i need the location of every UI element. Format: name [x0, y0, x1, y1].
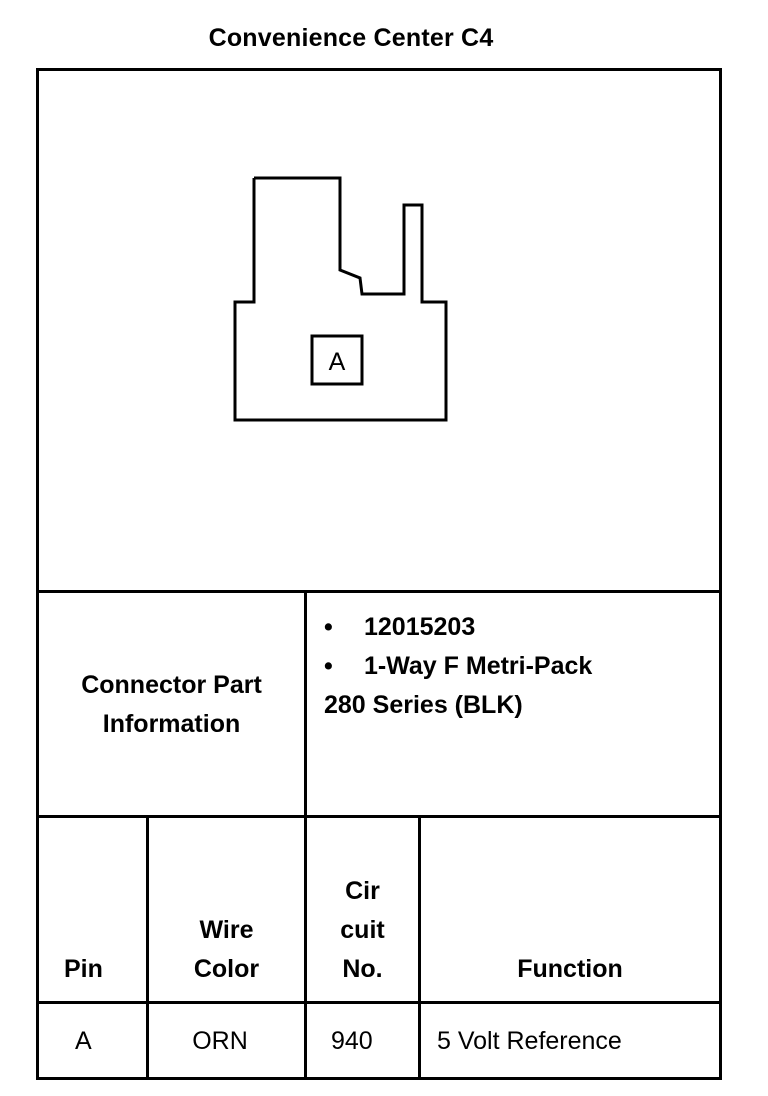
- connector-table-frame: [36, 68, 722, 1080]
- connector-type-item: • 1-Way F Metri-Pack: [324, 647, 592, 686]
- bullet-icon: •: [324, 652, 333, 680]
- header-function: Function: [517, 955, 623, 983]
- row-pin: A: [75, 1027, 92, 1055]
- row-wire-color: ORN: [192, 1027, 248, 1055]
- header-pin: Pin: [64, 955, 103, 983]
- header-wire-color: Wire Color: [149, 911, 304, 989]
- divider-header-bottom: [36, 1001, 722, 1004]
- divider-diagram-bottom: [36, 590, 722, 593]
- divider-wire-column: [304, 815, 307, 1080]
- page-title: Convenience Center C4: [208, 24, 494, 52]
- divider-partinfo-bottom: [36, 815, 722, 818]
- cavity-a-box: [310, 334, 364, 386]
- part-info-label: Connector Part Information: [39, 666, 304, 744]
- bullet-icon: •: [324, 613, 333, 641]
- divider-partinfo-column: [304, 590, 307, 818]
- row-circuit-number: 940: [331, 1027, 373, 1055]
- part-info-label-line1: Connector Part: [81, 671, 262, 699]
- header-circuit-number: Cir cuit No.: [307, 872, 418, 989]
- part-number-text: 12015203: [364, 613, 476, 641]
- header-circuit-line1: Cir: [345, 877, 380, 905]
- header-wire-color-line1: Wire: [199, 916, 254, 944]
- header-circuit-line3: No.: [342, 955, 383, 983]
- connector-series-text: 280 Series (BLK): [324, 691, 523, 719]
- row-function: 5 Volt Reference: [437, 1027, 622, 1055]
- part-info-label-line2: Information: [102, 710, 241, 738]
- divider-pin-column: [146, 815, 149, 1080]
- connector-type-text: 1-Way F Metri-Pack: [364, 652, 593, 680]
- cavity-a-label: A: [329, 348, 346, 376]
- connector-body-outline: [233, 176, 448, 422]
- header-circuit-line2: cuit: [340, 916, 385, 944]
- part-number-item: • 12015203: [324, 608, 475, 647]
- header-wire-color-line2: Color: [193, 955, 260, 983]
- divider-circuit-column: [418, 815, 421, 1080]
